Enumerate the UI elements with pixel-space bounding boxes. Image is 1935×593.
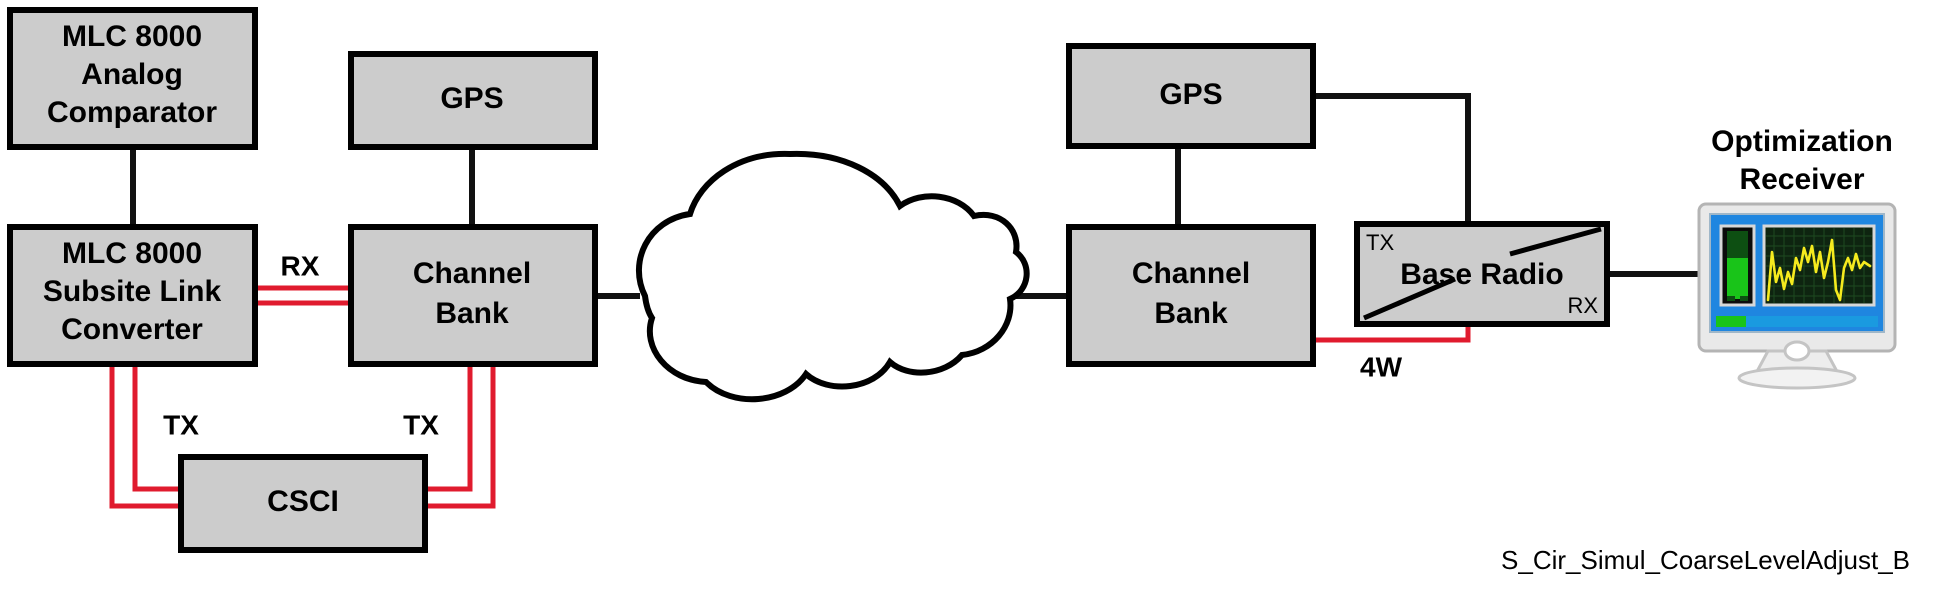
mlc-8000-analog-comparator-rect[interactable] (7, 7, 258, 150)
mlc-8000-subsite-link-converter-line-1: MLC 8000 (62, 237, 202, 270)
gps-left-label: GPS (440, 82, 503, 115)
channel-bank-left-rect[interactable] (348, 224, 598, 367)
optimization-receiver-monitor[interactable]: Optimization Receiver (1697, 125, 1897, 390)
channel-bank-right-box[interactable]: Channel Bank (1066, 224, 1316, 367)
link-tx-left-wire-outer (109, 364, 183, 509)
base-radio-rx-label: RX (1567, 293, 1598, 318)
base-radio-label: Base Radio (1400, 258, 1563, 291)
base-radio-tx-label: TX (1366, 230, 1394, 255)
level-meter-bar (1727, 258, 1748, 299)
csci-box[interactable]: CSCI (178, 454, 428, 553)
link-four-wire-to-base-radio (1311, 322, 1471, 343)
scope-waveform (1766, 238, 1872, 302)
gps-left-rect[interactable] (348, 51, 598, 150)
network-cloud (635, 150, 1030, 403)
base-radio-box[interactable]: TX RX Base Radio (1354, 221, 1610, 327)
mlc-8000-subsite-link-converter-box[interactable]: MLC 8000 Subsite Link Converter (7, 224, 258, 367)
monitor-stand-hole (1783, 340, 1811, 362)
level-meter-headroom (1727, 231, 1748, 264)
mlc-8000-analog-comparator-line-3: Comparator (47, 96, 217, 129)
four-wire-edge-label: 4W (1360, 351, 1403, 382)
red-links-group (109, 285, 1471, 509)
link-tx-left-wire-inner (132, 364, 183, 492)
mlc-8000-analog-comparator-line-2: Analog (81, 58, 183, 91)
diagram-caption: S_Cir_Simul_CoarseLevelAdjust_B (1501, 545, 1910, 575)
gps-left-box[interactable]: GPS (348, 51, 598, 150)
rx-edge-label: RX (281, 250, 320, 281)
edge-labels-group: RX TX TX 4W (163, 250, 1402, 440)
csci-rect[interactable] (178, 454, 428, 553)
tx-right-edge-label: TX (403, 409, 439, 440)
channel-bank-left-box[interactable]: Channel Bank (348, 224, 598, 367)
level-meter-tick-right (1740, 296, 1748, 301)
link-gps-right-to-base-radio (1313, 93, 1471, 226)
base-radio-diagonal-upper (1509, 226, 1602, 257)
monitor-status-strip (1716, 316, 1878, 327)
gps-right-rect[interactable] (1066, 43, 1316, 149)
link-tx-right-wire-outer (423, 364, 496, 509)
csci-label: CSCI (267, 485, 339, 518)
channel-bank-left-line-1: Channel (413, 257, 531, 290)
level-meter-tick-left (1727, 296, 1735, 301)
optimization-receiver-title-line-2: Receiver (1739, 163, 1864, 196)
channel-bank-right-line-1: Channel (1132, 257, 1250, 290)
mlc-8000-subsite-link-converter-line-2: Subsite Link (43, 275, 222, 308)
mlc-8000-analog-comparator-line-1: MLC 8000 (62, 20, 202, 53)
base-radio-diagonal-lower (1363, 276, 1456, 321)
monitor-stand-base (1737, 366, 1857, 390)
mlc-8000-subsite-link-converter-rect[interactable] (7, 224, 258, 367)
tx-left-edge-label: TX (163, 409, 199, 440)
monitor-status-progress (1716, 316, 1746, 327)
mlc-8000-analog-comparator-box[interactable]: MLC 8000 Analog Comparator (7, 7, 258, 150)
channel-bank-left-line-2: Bank (435, 297, 509, 330)
channel-bank-right-rect[interactable] (1066, 224, 1316, 367)
optimization-receiver-title-line-1: Optimization (1711, 125, 1893, 158)
channel-bank-right-line-2: Bank (1154, 297, 1228, 330)
mlc-8000-subsite-link-converter-line-3: Converter (61, 313, 203, 346)
link-tx-right-wire-inner (423, 364, 473, 492)
gps-right-box[interactable]: GPS (1066, 43, 1316, 149)
gps-right-label: GPS (1159, 78, 1222, 111)
